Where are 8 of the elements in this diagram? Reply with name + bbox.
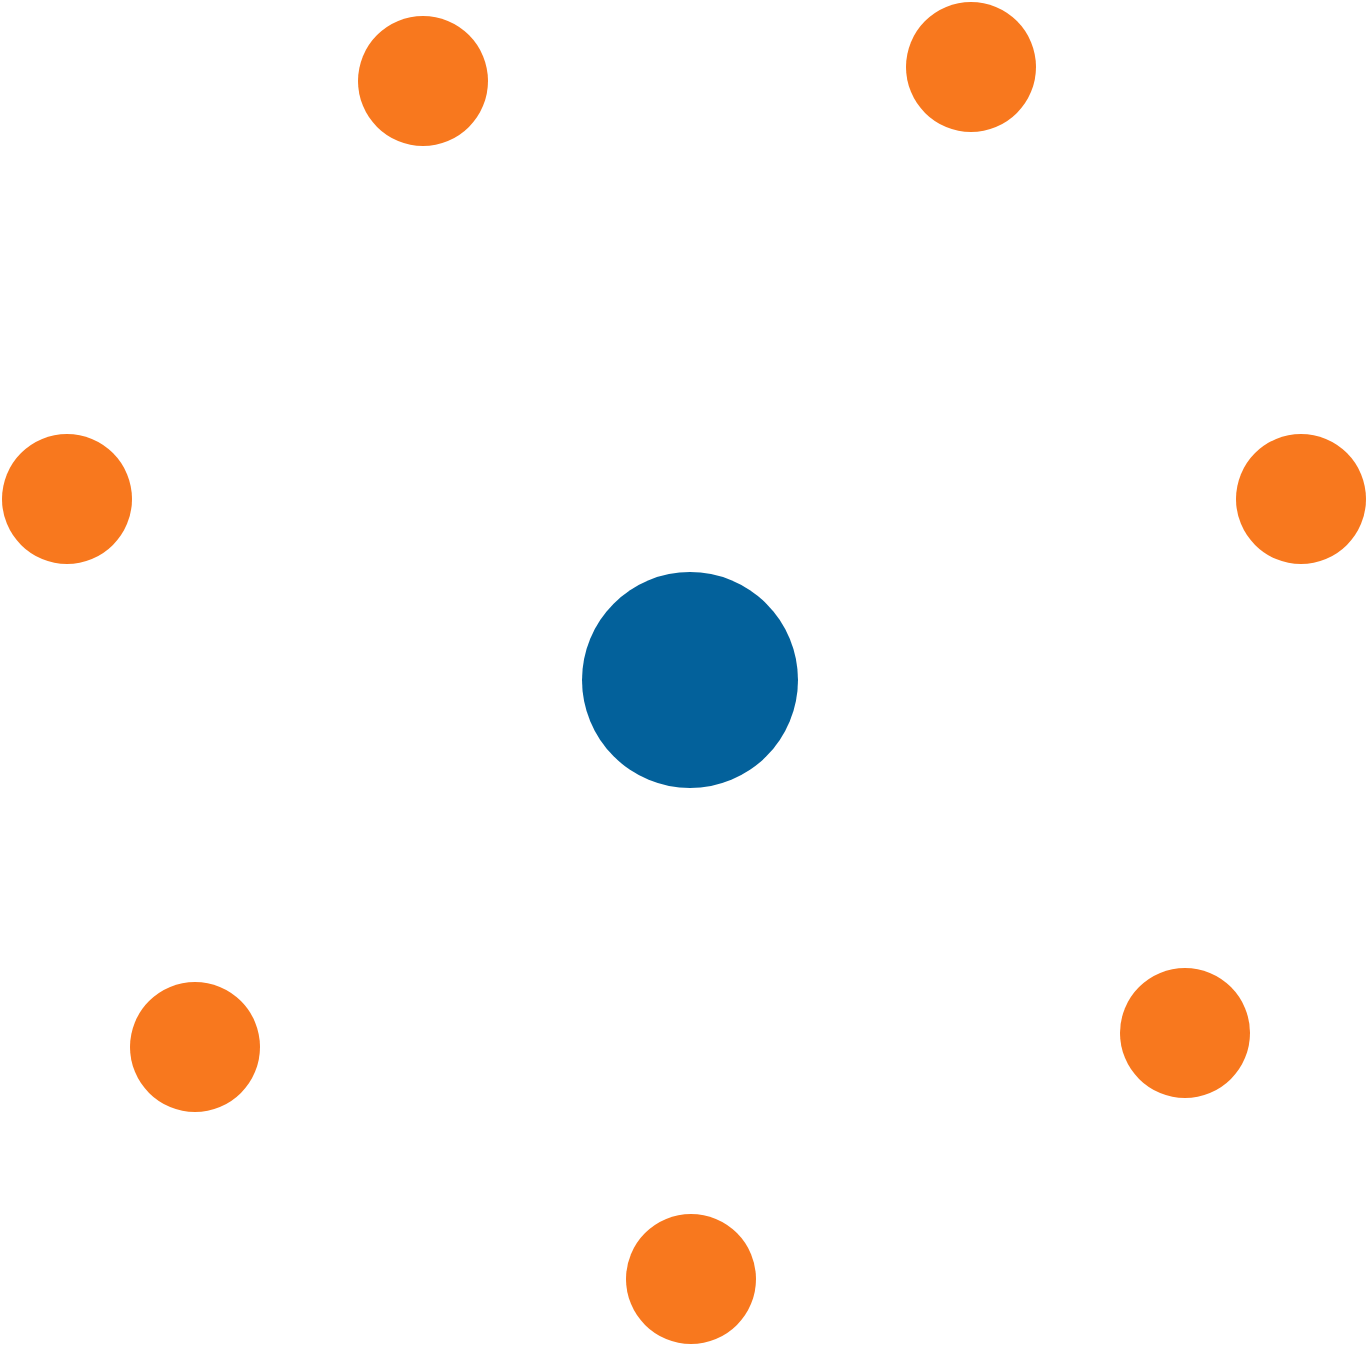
- satellite-circle: [1119, 967, 1249, 1097]
- satellite-circle: [357, 15, 487, 145]
- satellite-circle: [1, 433, 131, 563]
- satellite-circle: [905, 1, 1035, 131]
- satellite-circle: [129, 981, 259, 1111]
- satellite-circle: [625, 1213, 755, 1343]
- satellite-circle: [1235, 433, 1365, 563]
- hub-circle: [582, 572, 798, 788]
